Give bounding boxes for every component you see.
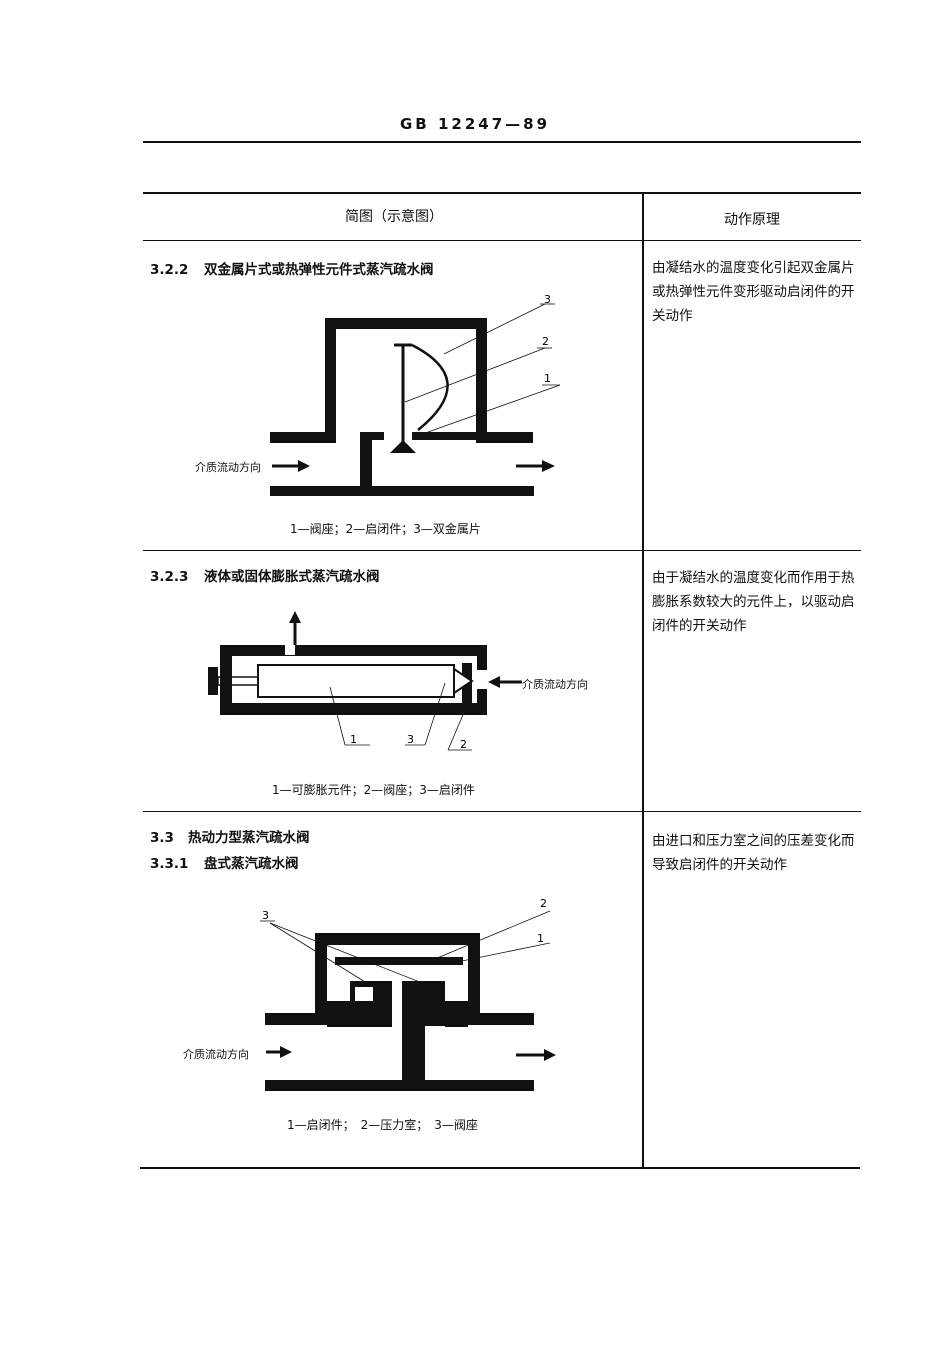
flow-direction-label: 介质流动方向 <box>195 461 261 474</box>
inlet-arrow-icon <box>298 460 310 472</box>
section-number: 3.3 <box>150 830 174 846</box>
figure-caption-3-3-1: 1—启闭件； 2—压力室； 3—阀座 <box>287 1118 478 1132</box>
document-header: GB 12247—89 <box>399 115 551 133</box>
disc <box>335 957 463 965</box>
diagram-expansion-trap: 1 3 2 <box>208 611 522 751</box>
outlet-arrow-icon <box>544 1049 556 1061</box>
section-heading-3-2-3: 3.2.3 液体或固体膨胀式蒸汽疏水阀 <box>150 565 380 585</box>
section-heading-3-3-1: 3.3.1 盘式蒸汽疏水阀 <box>150 852 299 872</box>
callout-2: 2 <box>540 897 547 910</box>
table-head-rule <box>143 240 861 241</box>
section-number: 3.2.2 <box>150 262 189 278</box>
callout-1: 1 <box>350 733 357 746</box>
column-header-diagram: 简图（示意图） <box>345 209 443 225</box>
section-number: 3.3.1 <box>150 856 189 872</box>
callout-1: 1 <box>544 372 551 385</box>
figure-caption-3-2-2: 1—阀座；2—启闭件；3—双金属片 <box>290 522 481 536</box>
principle-text-3-2-2: 由凝结水的温度变化引起双金属片或热弹性元件变形驱动启闭件的开关动作 <box>652 260 855 324</box>
row-divider-1 <box>143 550 861 551</box>
section-heading-3-3: 3.3 热动力型蒸汽疏水阀 <box>150 826 310 846</box>
valve-plug <box>390 440 416 453</box>
outlet-arrow-icon <box>289 611 301 623</box>
callout-1: 1 <box>537 932 544 945</box>
diagram-bimetal-trap: 3 2 1 <box>270 293 561 496</box>
figure-caption-3-2-3: 1—可膨胀元件；2—阀座；3—启闭件 <box>272 783 475 797</box>
flow-direction-label: 介质流动方向 <box>183 1048 249 1061</box>
callout-2: 2 <box>542 335 549 348</box>
callout-2: 2 <box>460 738 467 751</box>
inlet-arrow-icon <box>488 676 500 688</box>
callout-3: 3 <box>262 909 269 922</box>
expandable-element <box>257 664 455 698</box>
row-divider-2 <box>143 811 861 812</box>
callout-3: 3 <box>407 733 414 746</box>
diagram-disc-trap: 3 2 1 <box>260 897 556 1091</box>
inlet-arrow-icon <box>280 1046 292 1058</box>
closure-tip <box>453 667 474 695</box>
flow-direction-label: 介质流动方向 <box>522 678 588 691</box>
section-title: 双金属片式或热弹性元件式蒸汽疏水阀 <box>204 262 434 278</box>
section-title: 液体或固体膨胀式蒸汽疏水阀 <box>204 569 380 585</box>
section-title: 盘式蒸汽疏水阀 <box>204 856 299 872</box>
table-top-rule <box>143 192 861 194</box>
principle-text-3-3: 由进口和压力室之间的压差变化而导致启闭件的开关动作 <box>652 833 855 873</box>
callout-3: 3 <box>544 293 551 306</box>
section-number: 3.2.3 <box>150 569 189 585</box>
bimetal-strip <box>411 343 449 431</box>
outlet-arrow-icon <box>542 460 555 472</box>
table-bottom-rule <box>140 1167 860 1169</box>
principle-text-3-2-3: 由于凝结水的温度变化而作用于热膨胀系数较大的元件上，以驱动启闭件的开关动作 <box>652 570 855 634</box>
column-header-principle: 动作原理 <box>724 212 780 228</box>
header-rule <box>143 141 861 143</box>
section-title: 热动力型蒸汽疏水阀 <box>188 830 310 846</box>
section-heading-3-2-2: 3.2.2 双金属片式或热弹性元件式蒸汽疏水阀 <box>150 258 434 278</box>
column-divider <box>642 193 644 1168</box>
